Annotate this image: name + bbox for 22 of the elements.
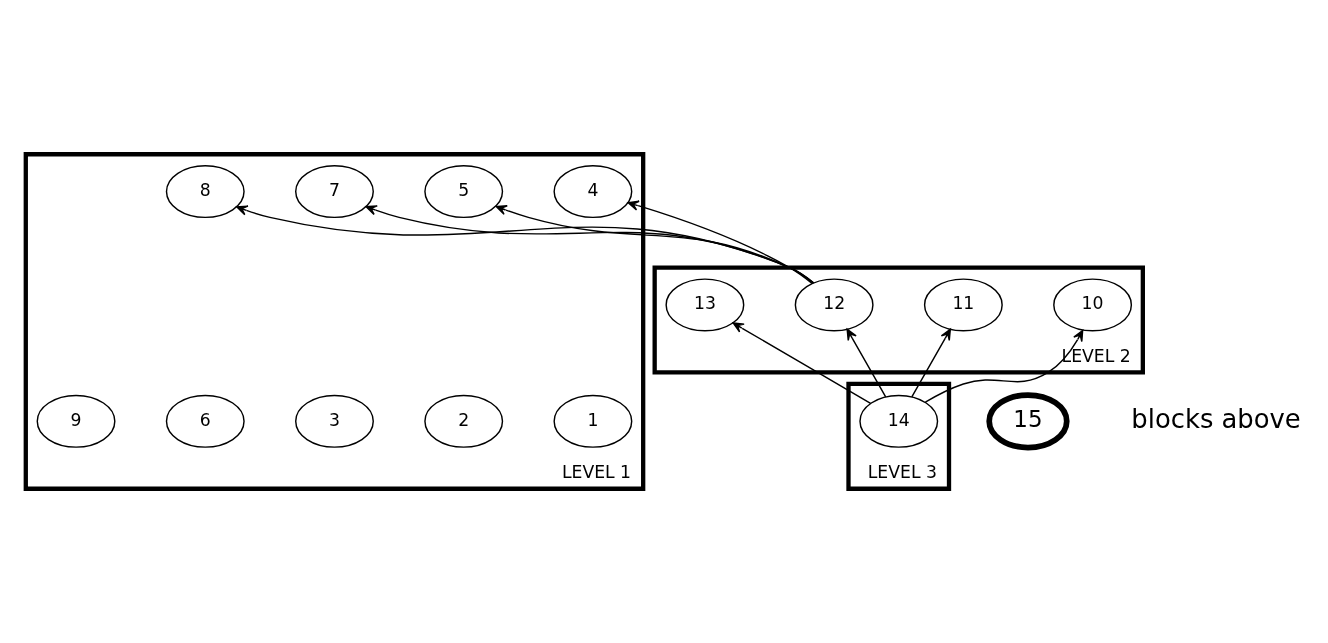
node-ellipse: 11 bbox=[923, 278, 1003, 332]
node-ellipse: 7 bbox=[295, 165, 374, 219]
node-ellipse: 15 bbox=[986, 392, 1070, 451]
arrow bbox=[365, 205, 815, 284]
node-ellipse: 8 bbox=[165, 165, 245, 219]
arrow bbox=[846, 328, 887, 398]
arrow bbox=[627, 200, 813, 285]
node-ellipse: 4 bbox=[553, 165, 633, 219]
arrow bbox=[732, 322, 872, 405]
node-ellipse: 2 bbox=[424, 394, 504, 448]
arrow bbox=[911, 328, 952, 398]
node-ellipse: 1 bbox=[553, 394, 633, 448]
node-ellipse: 3 bbox=[295, 394, 374, 448]
label: blocks above bbox=[1131, 403, 1301, 434]
node-ellipse: 10 bbox=[1053, 278, 1133, 332]
arrow bbox=[924, 329, 1084, 403]
node-ellipse: 6 bbox=[165, 394, 245, 448]
node-ellipse: 14 bbox=[859, 394, 939, 448]
arrow bbox=[495, 205, 814, 284]
node-ellipse: 5 bbox=[424, 165, 504, 219]
node-ellipse: 12 bbox=[794, 278, 874, 332]
node-ellipse: 9 bbox=[36, 394, 116, 448]
